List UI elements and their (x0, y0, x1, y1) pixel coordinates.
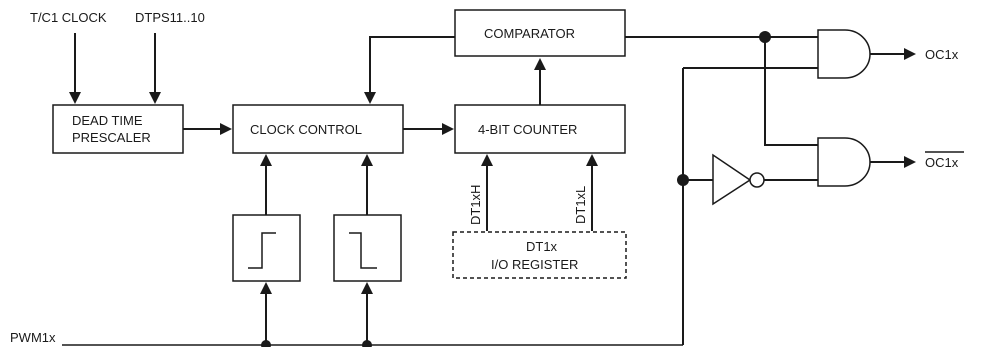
comparator-block (454, 9, 626, 57)
clock-control-label: CLOCK CONTROL (250, 122, 362, 137)
pwm-label: PWM1x (10, 330, 56, 345)
register-label-line2: I/O REGISTER (491, 257, 578, 272)
falling-edge-icon (349, 232, 377, 269)
falling-edge-detector-block (333, 214, 402, 282)
dt-low-arrow (586, 154, 598, 166)
oc-inverted-output-label: OC1x (925, 155, 959, 170)
clock-control-to-counter-arrow (442, 123, 454, 135)
prescaler-to-clock-control-arrow (220, 123, 232, 135)
dtps-label: DTPS11..10 (135, 10, 205, 25)
four-bit-counter-block (454, 104, 626, 154)
dt1x-io-register-block (452, 231, 627, 279)
clock-control-block (232, 104, 404, 154)
comparator-label: COMPARATOR (484, 26, 575, 41)
counter-label: 4-BIT COUNTER (478, 122, 577, 137)
register-label-line1: DT1x (526, 239, 558, 254)
dt-high-arrow (481, 154, 493, 166)
dt-low-label: DT1xL (573, 186, 588, 224)
inverter-bubble (749, 172, 765, 188)
prescaler-label-line1: DEAD TIME (72, 113, 143, 128)
dtps-arrow (149, 92, 161, 104)
dead-time-prescaler-block (52, 104, 184, 154)
comparator-feedback-wire (369, 36, 455, 96)
rising-edge-detector-block (232, 214, 301, 282)
oc-inverted-output-arrow (904, 156, 916, 168)
pwm-to-falling-edge-arrow (361, 282, 373, 294)
prescaler-label-line2: PRESCALER (72, 130, 151, 145)
oc-output-arrow (904, 48, 916, 60)
counter-to-comparator-arrow (534, 58, 546, 70)
and-gate-top (817, 29, 871, 79)
tc1-clock-arrow (69, 92, 81, 104)
pwm-junction-rising (261, 340, 271, 347)
oc-output-label: OC1x (925, 47, 959, 62)
falling-edge-to-clock-control-arrow (361, 154, 373, 166)
dt-high-label: DT1xH (468, 185, 483, 225)
and-gate-bottom (817, 137, 871, 187)
rising-edge-icon (248, 232, 276, 269)
rising-edge-to-clock-control-arrow (260, 154, 272, 166)
pwm-junction-falling (362, 340, 372, 347)
comparator-to-and-bottom-wire (764, 37, 818, 146)
pwm-to-rising-edge-arrow (260, 282, 272, 294)
comparator-feedback-arrow (364, 92, 376, 104)
inverter-gate (712, 153, 752, 206)
tc1-clock-label: T/C1 CLOCK (30, 10, 107, 25)
